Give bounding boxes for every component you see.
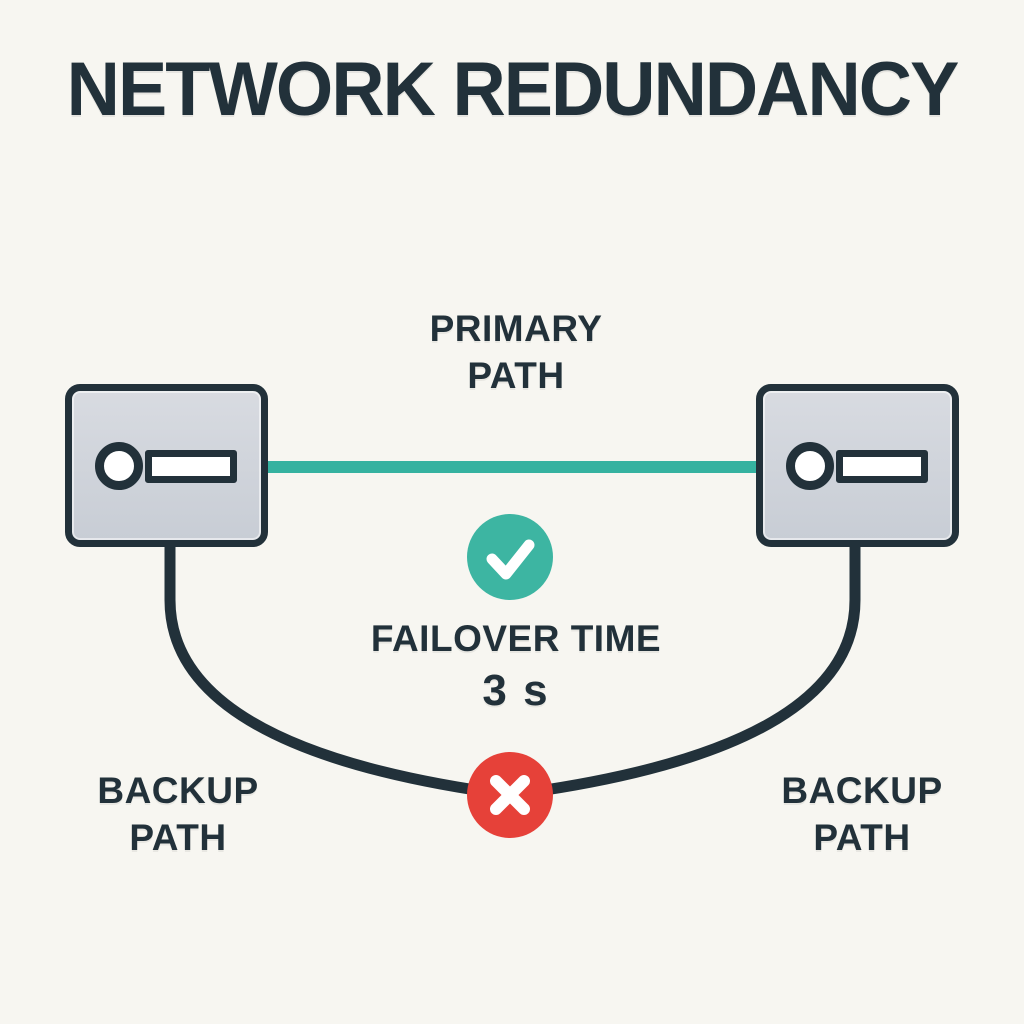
backup-path-right-line1: BACKUP bbox=[781, 770, 943, 811]
primary-path-label-line2: PATH bbox=[467, 354, 565, 396]
failover-info: FAILOVER TIME 3 s bbox=[316, 618, 716, 716]
backup-path-label-left: BACKUP PATH bbox=[28, 768, 328, 862]
x-icon bbox=[467, 752, 553, 838]
failover-value: 3 s bbox=[482, 666, 550, 715]
failover-label: FAILOVER TIME bbox=[370, 618, 662, 659]
router-left bbox=[65, 384, 268, 547]
primary-path-label: PRIMARY PATH bbox=[316, 306, 716, 400]
port-slot bbox=[145, 450, 237, 483]
router-right bbox=[756, 384, 959, 547]
primary-path-label-line1: PRIMARY bbox=[429, 308, 603, 349]
page-title: NETWORK REDUNDANCY bbox=[66, 47, 960, 132]
check-icon bbox=[467, 514, 553, 600]
led-indicator-icon bbox=[95, 442, 143, 490]
backup-path-right-line2: PATH bbox=[813, 816, 911, 858]
led-indicator-icon bbox=[786, 442, 834, 490]
port-slot bbox=[836, 450, 928, 483]
backup-path-left-line2: PATH bbox=[129, 816, 227, 858]
backup-path-label-right: BACKUP PATH bbox=[712, 768, 1012, 862]
backup-path-left-line1: BACKUP bbox=[97, 770, 259, 811]
